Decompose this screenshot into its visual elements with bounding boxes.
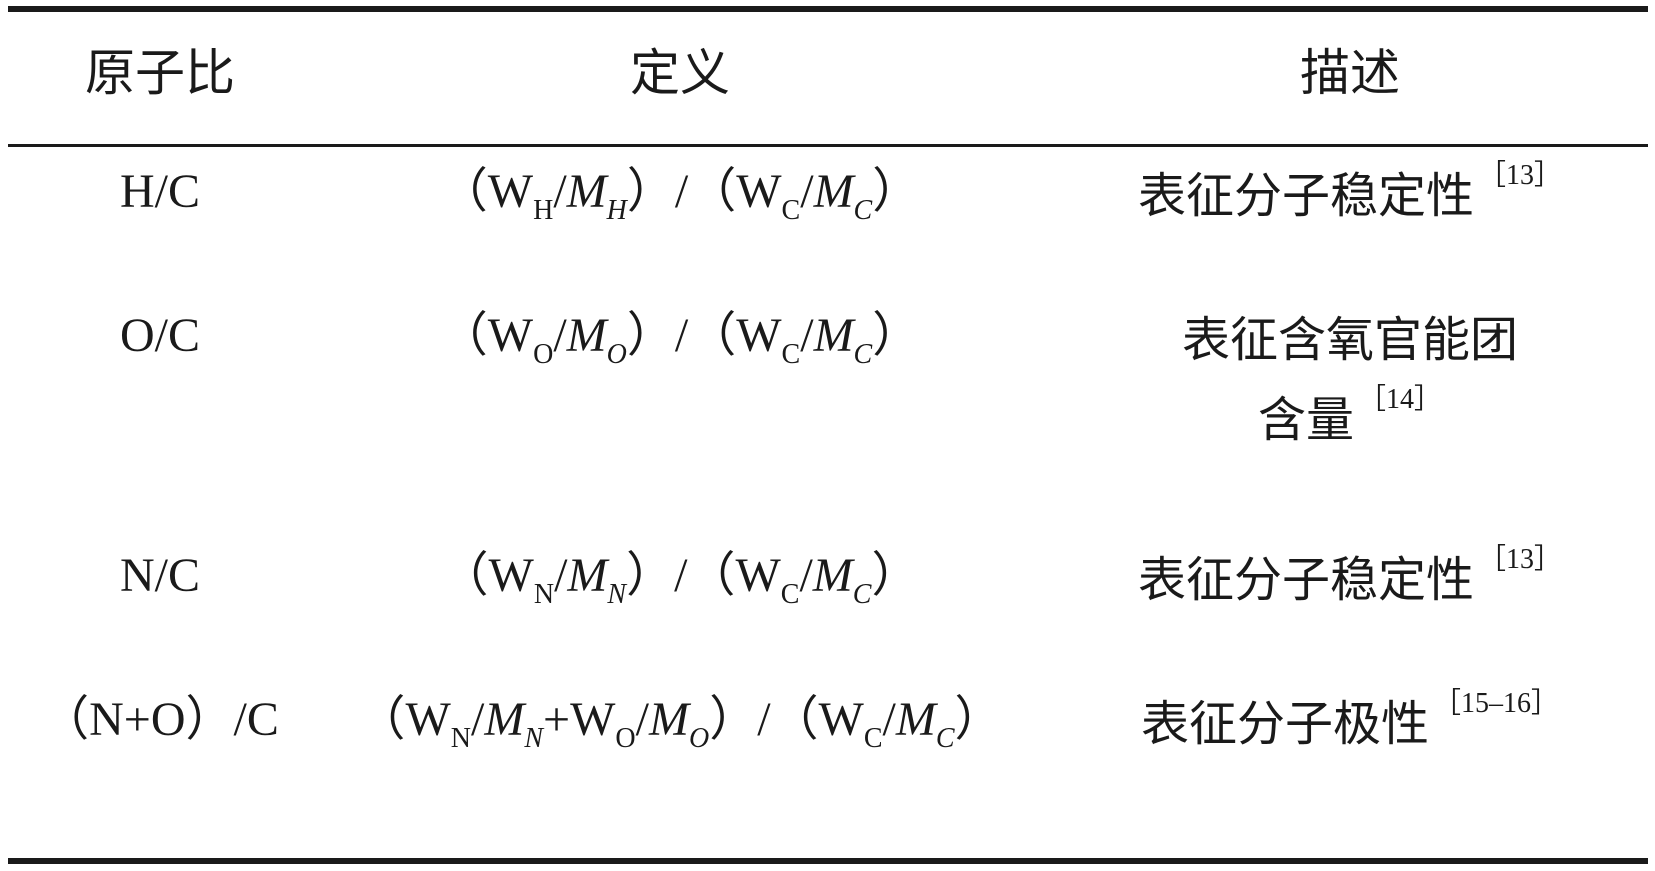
formula-w: W	[736, 309, 782, 362]
header-atomic-ratio: 原子比	[85, 44, 235, 102]
formula-subscript: C	[853, 195, 873, 226]
description-cell: 表征分子极性［15–16］	[1050, 684, 1650, 764]
definition-formula: （WO/MO）/（WC/MC）	[310, 309, 1050, 369]
formula-subscript: C	[863, 723, 883, 754]
formula-w: W	[570, 693, 616, 746]
formula-m: M	[566, 309, 607, 362]
formula-subscript: O	[688, 723, 710, 754]
formula-subscript: C	[781, 195, 801, 226]
formula-paren: （	[439, 309, 488, 362]
description-text-line2: 含量［14］	[1050, 380, 1650, 460]
formula-m: M	[813, 165, 854, 218]
formula-w: W	[736, 165, 782, 218]
formula-subscript: N	[533, 579, 555, 610]
formula-paren: ）	[954, 693, 1003, 746]
formula-paren: （	[440, 549, 489, 602]
description-text: 含量	[1257, 392, 1354, 448]
ratio-cell: （N+O）/C	[41, 693, 279, 746]
formula-slash: /	[470, 693, 485, 746]
formula-paren: ）/（	[709, 693, 819, 746]
ratio-cell: H/C	[119, 165, 200, 218]
formula-slash: /	[553, 165, 567, 218]
formula-slash: /	[800, 309, 814, 362]
formula-paren: ）/（	[626, 549, 736, 602]
formula-paren: （	[357, 693, 406, 746]
table-top-rule	[8, 6, 1648, 12]
formula-m: M	[648, 693, 689, 746]
ratio-cell: O/C	[119, 309, 200, 362]
ratio-cell: N/C	[119, 549, 200, 602]
formula-subscript: C	[781, 339, 801, 370]
formula-subscript: N	[607, 579, 627, 610]
formula-paren: ）/（	[626, 165, 737, 218]
citation-ref: ［14］	[1358, 384, 1443, 415]
description-text: 表征分子极性	[1140, 696, 1429, 752]
formula-w: W	[735, 549, 781, 602]
formula-w: W	[487, 165, 534, 218]
formula-slash: /	[799, 549, 813, 602]
definition-formula: （WN/MN+WO/MO）/（WC/MC）	[310, 693, 1050, 753]
citation-ref: ［13］	[1478, 160, 1563, 191]
formula-m: M	[813, 309, 854, 362]
citation-ref: ［13］	[1478, 544, 1563, 575]
formula-m: M	[812, 549, 853, 602]
formula-m: M	[895, 693, 936, 746]
formula-slash: /	[553, 309, 567, 362]
formula-slash: /	[554, 549, 568, 602]
formula-subscript: O	[533, 339, 554, 370]
formula-subscript: C	[852, 579, 872, 610]
citation-ref: ［15–16］	[1433, 688, 1560, 719]
formula-w: W	[818, 693, 864, 746]
description-text: 表征分子稳定性	[1137, 168, 1474, 224]
description-cell: 表征含氧官能团 含量［14］	[1050, 300, 1650, 460]
description-text: 表征分子稳定性	[1137, 552, 1474, 608]
formula-slash: /	[800, 165, 814, 218]
formula-subscript: N	[524, 723, 543, 754]
description-cell: 表征分子稳定性［13］	[1050, 156, 1650, 236]
table-header-rule	[8, 144, 1648, 147]
description-text: 表征含氧官能团	[1181, 312, 1518, 368]
formula-plus: +	[543, 693, 571, 746]
formula-subscript: C	[780, 579, 800, 610]
formula-w: W	[487, 309, 534, 362]
formula-subscript: H	[606, 195, 627, 226]
formula-paren: ）	[871, 549, 920, 602]
formula-slash: /	[882, 693, 896, 746]
formula-subscript: C	[935, 723, 955, 754]
formula-subscript: N	[450, 723, 471, 754]
table-bottom-rule	[8, 858, 1648, 864]
formula-paren: ）/（	[626, 309, 737, 362]
formula-subscript: C	[853, 339, 873, 370]
formula-w: W	[488, 549, 534, 602]
formula-slash: /	[635, 693, 649, 746]
description-cell: 表征分子稳定性［13］	[1050, 540, 1650, 620]
header-definition: 定义	[630, 44, 730, 102]
formula-paren: ）	[872, 309, 921, 362]
definition-formula: （WN/MN）/（WC/MC）	[310, 549, 1050, 609]
formula-subscript: H	[533, 195, 554, 226]
formula-m: M	[484, 693, 525, 746]
formula-m: M	[567, 549, 608, 602]
formula-m: M	[566, 165, 607, 218]
formula-paren: （	[439, 165, 488, 218]
header-description: 描述	[1300, 44, 1400, 102]
formula-w: W	[405, 693, 451, 746]
formula-subscript: O	[615, 723, 636, 754]
definition-formula: （WH/MH）/（WC/MC）	[310, 165, 1050, 225]
formula-subscript: O	[606, 339, 627, 370]
formula-paren: ）	[872, 165, 921, 218]
